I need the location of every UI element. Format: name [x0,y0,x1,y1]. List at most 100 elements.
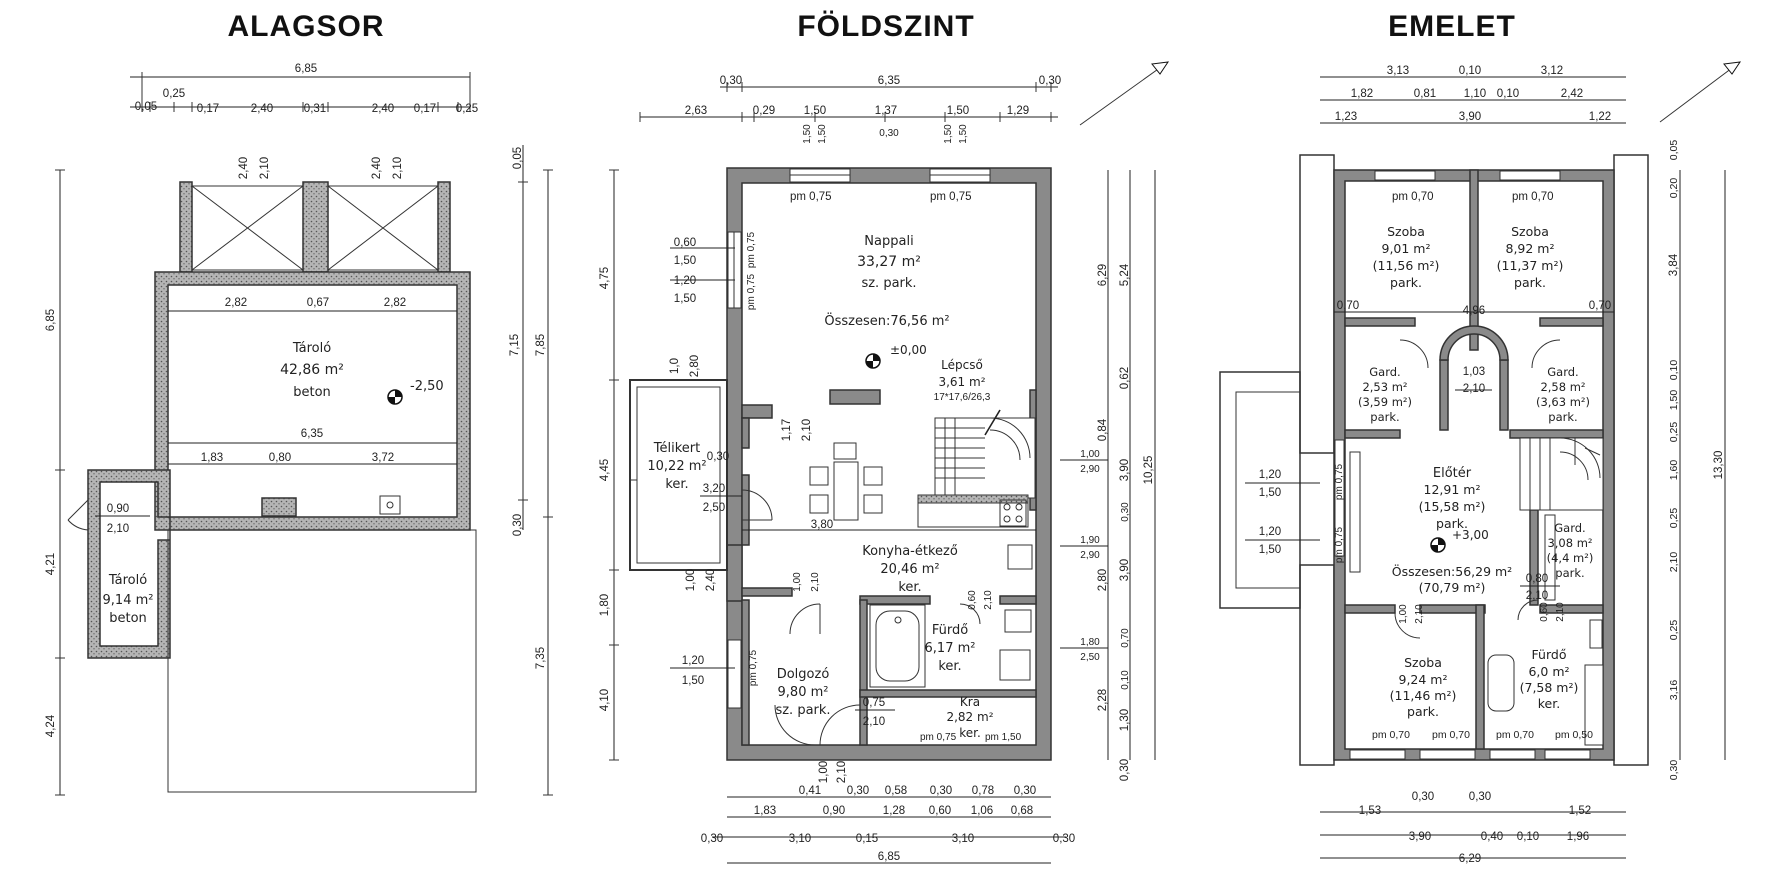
dim-text: 2,63 [685,105,707,117]
room-area: 20,46 m² [880,562,939,577]
dim-text: 2,40 [372,103,394,115]
pm-label: pm 1,50 [985,732,1022,743]
dim-text: 4,10 [599,689,611,711]
dim-text: 2,10 [1414,604,1425,624]
room-floor: park. [1436,516,1468,531]
dim-text: 1,37 [875,105,897,117]
dim-text: 1,50 [958,124,969,144]
dim-text: 3,90 [1119,559,1131,581]
dim-text: 0,30 [701,833,723,845]
dim-text: 0,60 [967,590,978,610]
dim-text: 1,20 [1259,526,1281,538]
dim-text: 0,25 [1668,620,1680,641]
dim-text: 2,80 [689,355,701,377]
dim-text: 1,50 [674,255,696,267]
total-area: Összesen:56,29 m² [1392,563,1512,579]
room-floor: sz. park. [861,276,916,291]
dim-text: 1,28 [883,805,905,817]
dim-text: 13,30 [1713,451,1725,480]
dim-text: 1,00 [1398,604,1409,624]
dim-text: 10,25 [1143,456,1155,485]
room-area: 8,92 m² [1506,241,1555,256]
dim-text: 0,60 [674,237,696,249]
dim-text: 1,23 [1335,111,1357,123]
room-area: 10,22 m² [647,459,706,474]
room-name: Szoba [1387,224,1425,239]
dim-text: 3,10 [789,833,811,845]
dim-text: 1,50 [674,293,696,305]
dim-text: 0,70 [1337,300,1359,312]
room-name: Gard. [1554,521,1585,535]
dim-text: 2,50 [703,502,725,514]
dim-text: 3,90 [1459,111,1481,123]
dim-text: 0,25 [456,103,478,115]
dim-text: 1,50 [804,105,826,117]
dim-text: 0,58 [885,785,907,797]
dim-text: 0,20 [1668,178,1680,199]
dim-text: 2,40 [705,569,717,591]
dim-text: 2,10 [983,590,994,610]
dim-text: 4,24 [45,714,57,737]
dim-text: 0,78 [972,785,994,797]
room-area-gross: (3,59 m²) [1358,395,1412,409]
dim-text: 0,30 [879,128,899,139]
dim-text: 1,50 [943,124,954,144]
dim-text: 2,10 [801,419,813,441]
dim-text: 0,60 [929,805,951,817]
dim-text: 2,40 [251,103,273,115]
dim-text: 2,10 [392,157,404,179]
room-name: Tároló [108,573,147,588]
dim-text: 0,25 [1668,508,1680,529]
ground-plan: 0,30 6,35 0,30 2,63 0,29 1,50 1,37 1,50 … [599,61,1170,864]
room-name: Télikert [653,441,700,456]
dim-text: 2,10 [1463,383,1485,395]
dim-text: 1,50 [1259,487,1281,499]
dim-text: 1,10 [1464,88,1486,100]
dim-text: 0,31 [304,103,326,115]
dim-text: 1,60 [1668,460,1680,481]
dim-text: 0,10 [1497,88,1519,100]
room-name: Kra [960,695,980,709]
title-upper: EMELET [1388,10,1516,43]
room-floor: park. [1548,410,1577,424]
room-area-gross: (3,63 m²) [1536,395,1590,409]
dim-text: 0,40 [1481,831,1503,843]
pm-label: pm 0,70 [1372,729,1410,741]
total-area-gross: (70,79 m²) [1419,580,1486,595]
dim-text: 6,29 [1097,264,1109,286]
dim-text: 0,30 [930,785,952,797]
dim-text: 2,90 [1080,464,1100,475]
pm-label: pm 0,75 [1334,463,1345,500]
dim-text: 0,25 [163,88,185,100]
dim-text: 0,10 [1517,831,1539,843]
dim-text: 3,13 [1387,65,1409,77]
dim-text: 0,30 [1053,833,1075,845]
room-name: Gard. [1369,365,1400,379]
room-name: Szoba [1511,224,1549,239]
room-name: Konyha-étkező [862,544,958,559]
dim-text: 0,30 [1469,791,1491,803]
dim-text: 0,05 [135,101,157,113]
room-name: Nappali [864,234,913,249]
dim-text: 2,10 [1555,602,1566,622]
dim-text: 6,35 [301,428,323,440]
dim-text: 1,22 [1589,111,1611,123]
dim-text: 0,10 [1120,670,1131,690]
room-area: 2,58 m² [1540,380,1585,394]
dim-text: 4,75 [599,267,611,289]
dim-text: 0,30 [1412,791,1434,803]
pm-label: pm 0,50 [1555,729,1593,741]
room-area: 33,27 m² [857,254,921,270]
dim-text: 1,20 [1259,469,1281,481]
dim-text: 1,06 [971,805,993,817]
dim-text: 0,30 [1120,502,1131,522]
dim-text: 7,35 [535,647,547,669]
dim-text: 2,42 [1561,88,1583,100]
dim-text: 2,90 [1080,550,1100,561]
dim-text: 2,10 [810,572,821,592]
dim-text: 2,10 [836,761,848,783]
pm-label: pm 0,75 [746,273,757,310]
dim-text: 0,68 [1011,805,1033,817]
room-area: 3,08 m² [1547,536,1592,550]
